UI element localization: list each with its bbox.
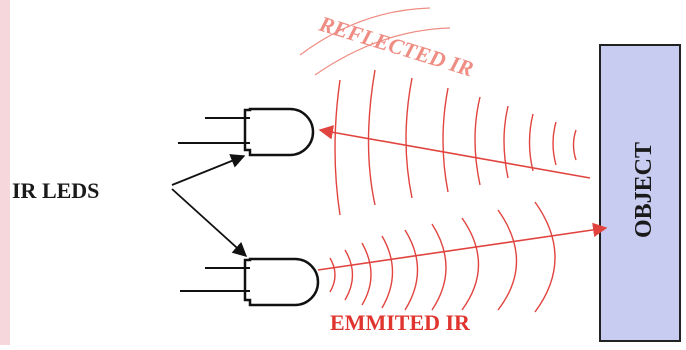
ir-leds-label: IR LEDS <box>12 178 99 203</box>
emitted-ir-label: EMMITED IR <box>330 310 471 335</box>
left-edge-strip <box>0 0 10 345</box>
object-label: OBJECT <box>631 142 657 238</box>
